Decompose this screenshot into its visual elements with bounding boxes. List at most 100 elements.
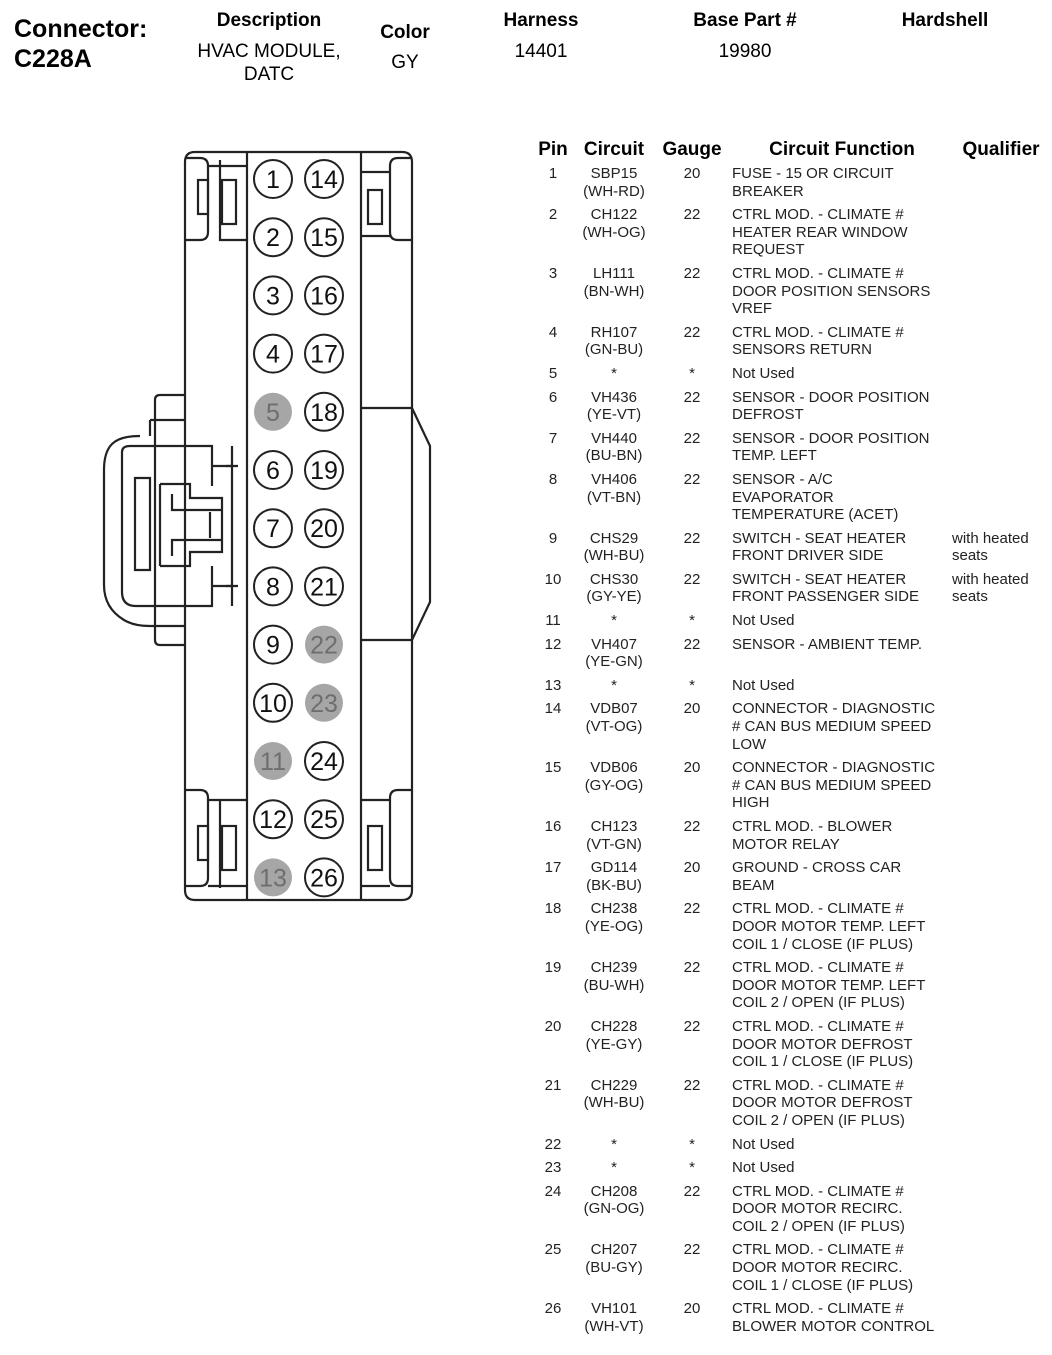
pin-cavity <box>304 857 344 898</box>
pin-cavity <box>304 159 344 199</box>
cell-pin: 17 <box>544 859 562 877</box>
cell-gauge: 22 <box>683 1241 701 1259</box>
cell-qualifier <box>952 1075 1050 1134</box>
cell-gauge: 22 <box>683 1182 701 1200</box>
connector-id: C228A <box>14 45 92 73</box>
cell-pin: 13 <box>544 676 562 694</box>
harness-label: Harness <box>503 10 579 31</box>
pin-number: 7 <box>266 515 280 543</box>
pin-number: 19 <box>310 457 338 485</box>
table-row: 23**Not Used <box>530 1157 1050 1181</box>
pin-table-header: Pin Circuit Gauge Circuit Function Quali… <box>530 135 1050 161</box>
cell-circuit: * <box>611 1135 617 1153</box>
cell-pin: 20 <box>544 1017 562 1035</box>
cell-circuit: GD114 (BK-BU) <box>586 859 642 894</box>
cell-qualifier <box>952 757 1050 816</box>
cell-qualifier <box>952 634 1050 675</box>
pin-number: 12 <box>259 806 287 834</box>
cell-gauge: 22 <box>683 959 701 977</box>
cell-pin: 14 <box>544 700 562 718</box>
pin-cavity <box>304 799 344 840</box>
color-label: Color <box>380 22 430 43</box>
cell-function: CTRL MOD. - CLIMATE # DOOR MOTOR DEFROST… <box>732 1076 913 1129</box>
connector-housing <box>102 150 432 902</box>
cell-pin: 10 <box>544 570 562 588</box>
pin-number: 15 <box>310 224 338 252</box>
header-gauge: Gauge <box>662 139 722 160</box>
pin-number: 3 <box>266 282 280 310</box>
cell-function: CTRL MOD. - CLIMATE # SENSORS RETURN <box>732 323 904 359</box>
cell-gauge: * <box>689 364 695 382</box>
cell-gauge: * <box>689 612 695 630</box>
cell-function: FUSE - 15 OR CIRCUIT BREAKER <box>732 165 894 200</box>
pin-cavity <box>253 217 293 258</box>
cell-pin: 26 <box>544 1300 562 1318</box>
cell-circuit: CH228 (YE-GY) <box>585 1017 643 1053</box>
cell-circuit: * <box>611 676 617 694</box>
cell-qualifier <box>952 857 1050 898</box>
cell-gauge: 22 <box>683 529 701 547</box>
header-function: Circuit Function <box>769 139 915 160</box>
pin-cavity <box>304 508 344 549</box>
cell-pin: 2 <box>548 206 558 224</box>
cell-pin: 3 <box>548 264 558 282</box>
cell-qualifier <box>952 816 1050 857</box>
cell-function: SENSOR - DOOR POSITION TEMP. LEFT <box>732 429 930 465</box>
pin-cavity <box>304 391 344 432</box>
description-value: HVAC MODULE, DATC <box>197 41 341 85</box>
cell-function: GROUND - CROSS CAR BEAM <box>732 859 902 894</box>
cell-gauge: * <box>689 676 695 694</box>
pin-number: 17 <box>310 341 338 369</box>
cell-gauge: 22 <box>683 570 701 588</box>
cell-circuit: * <box>611 364 617 382</box>
cell-pin: 6 <box>548 388 558 406</box>
header-qualifier: Qualifier <box>962 139 1040 160</box>
header-circuit: Circuit <box>583 139 645 160</box>
cell-function: CTRL MOD. - CLIMATE # DOOR MOTOR RECIRC.… <box>732 1241 914 1294</box>
pin-number: 21 <box>310 573 338 601</box>
base-part-value: 19980 <box>718 41 772 62</box>
cell-circuit: CH239 (BU-WH) <box>583 959 645 994</box>
pin-cavity <box>304 275 344 316</box>
connector-title: Connector: C228A <box>14 14 147 74</box>
cell-qualifier <box>952 698 1050 757</box>
pin-cavity <box>253 333 293 374</box>
cell-qualifier <box>952 428 1050 469</box>
cell-qualifier <box>952 204 1050 263</box>
color-value: GY <box>391 52 419 73</box>
cell-qualifier: with heated seats <box>952 529 1029 565</box>
cell-gauge: 22 <box>683 900 701 918</box>
cell-qualifier <box>952 898 1050 957</box>
pin-cavity-unused <box>254 858 292 897</box>
cell-gauge: * <box>689 1159 695 1177</box>
harness-value: 14401 <box>514 41 568 62</box>
pin-number: 9 <box>266 632 280 660</box>
cell-qualifier <box>952 1134 1050 1158</box>
cell-gauge: 20 <box>683 1300 701 1318</box>
pin-cavity <box>253 624 293 665</box>
cell-pin: 9 <box>548 529 558 547</box>
cell-qualifier: with heated seats <box>952 570 1029 606</box>
hardshell-label: Hardshell <box>901 10 989 31</box>
cell-pin: 12 <box>544 635 562 653</box>
cell-circuit: CH208 (GN-OG) <box>583 1182 645 1218</box>
cell-circuit: VH407 (YE-GN) <box>585 635 643 671</box>
pin-cavity <box>253 159 293 199</box>
pin-number: 13 <box>259 864 287 892</box>
cell-gauge: 22 <box>683 323 701 341</box>
cell-function: CTRL MOD. - CLIMATE # BLOWER MOTOR CONTR… <box>732 1300 935 1335</box>
cell-function: SWITCH - SEAT HEATER FRONT DRIVER SIDE <box>732 529 907 565</box>
cell-pin: 24 <box>544 1182 562 1200</box>
cell-pin: 4 <box>548 323 558 341</box>
